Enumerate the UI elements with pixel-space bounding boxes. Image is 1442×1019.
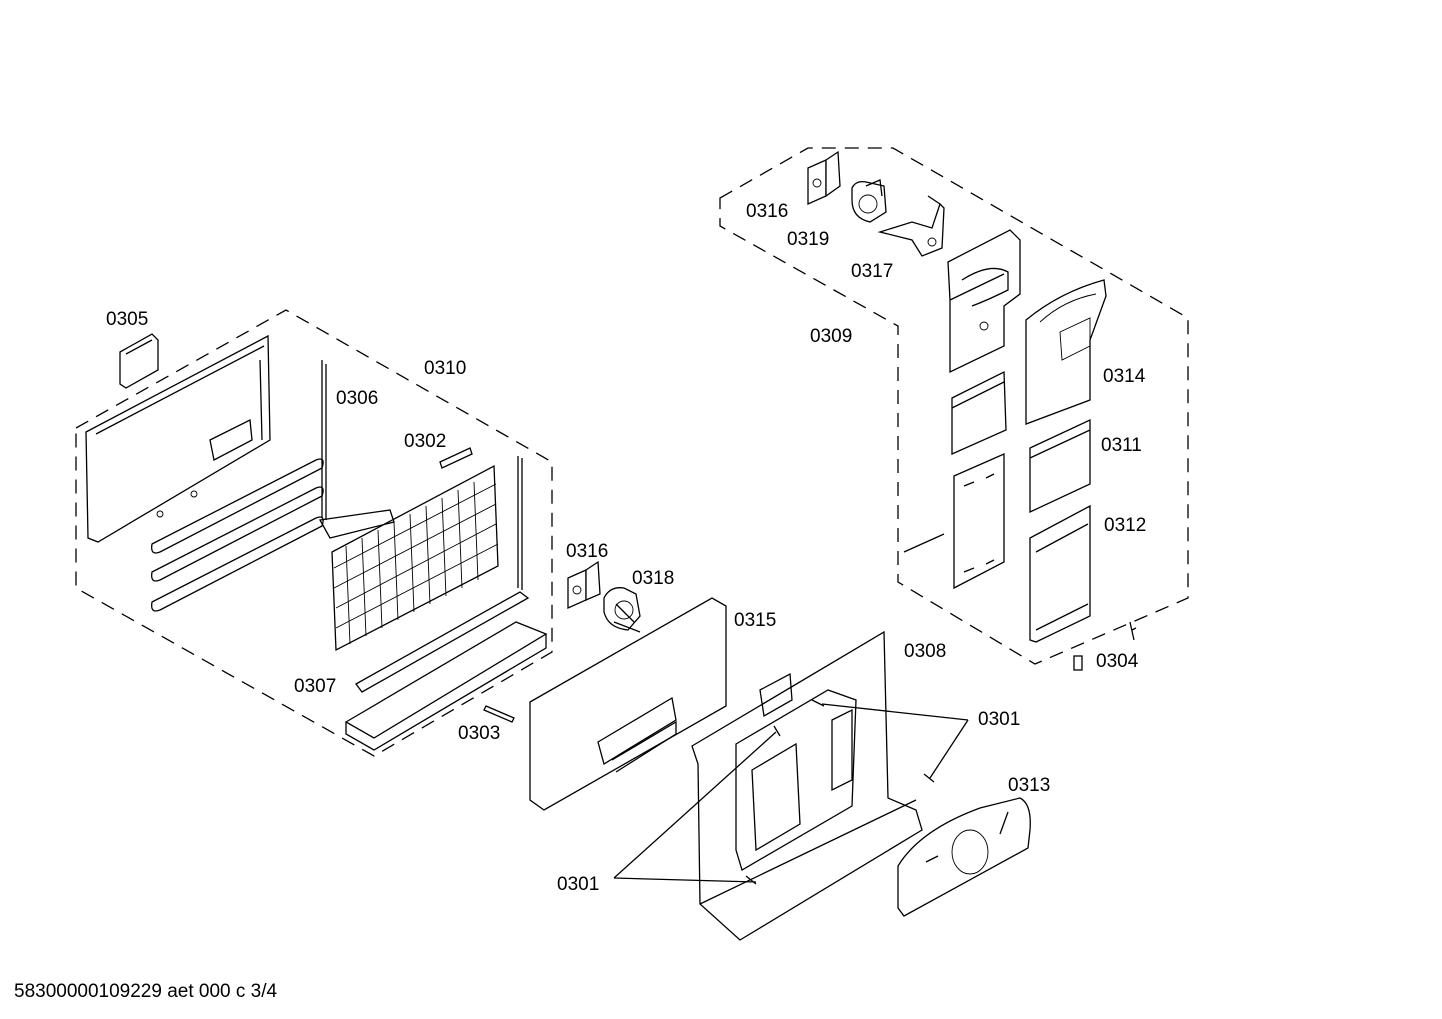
part-label: 0301 [557,874,599,895]
part-label: 0314 [1103,366,1146,387]
panel-middle-left [951,370,1007,456]
part-label: 0311 [1101,435,1142,456]
part-label: 0317 [851,261,893,282]
part-label: 0303 [458,723,500,744]
panel-part-0311 [1029,418,1091,514]
evaporator-fin-block [318,464,499,652]
panel-lower-left [903,453,1005,590]
drain-tray-0307 [344,591,548,751]
panel-part-0312 [1029,504,1091,643]
part-label: 0306 [336,388,378,409]
fan-part-0318 [603,587,641,633]
group-0310-boundary [75,309,553,757]
air-duct-upper [947,229,1021,374]
sensor-part-0302 [439,447,473,469]
heater-part-0303 [483,705,515,723]
part-label: 0309 [810,326,852,347]
part-label: 0305 [106,309,148,330]
part-label: 0302 [404,431,446,452]
evaporator-frame [85,334,271,543]
pipe-part-0306 [321,360,327,520]
part-label: 0301 [978,709,1020,730]
grille-part-0313 [897,797,1031,917]
leader-lines-0301 [613,703,969,883]
clip-part-0305 [119,333,159,389]
group-0309-boundary [719,147,1189,665]
part-label: 0315 [734,610,776,631]
part-label: 0318 [632,568,674,589]
bracket-part-lower [567,560,601,610]
cover-part-0314 [1025,279,1107,425]
bracket-part-top [807,150,841,206]
part-label: 0313 [1008,775,1050,796]
motor-part-top [851,179,887,223]
part-label: 0308 [904,641,946,662]
part-label: 0319 [787,229,829,250]
side-tube [517,456,523,590]
screw-part-0301 [745,699,935,885]
part-label: 0310 [424,358,466,379]
part-labels: 0316 0319 0317 0309 0314 0311 0312 0304 … [106,201,1146,895]
drawing-reference-number: 58300000109229 aet 000 c 3/4 [14,981,278,1002]
part-label: 0304 [1096,651,1139,672]
part-label: 0312 [1104,515,1146,536]
part-label: 0316 [566,541,608,562]
part-label: 0307 [294,676,336,697]
clip-part-0304 [1073,621,1137,671]
bracket-part-0317 [877,195,945,257]
part-label: 0316 [746,201,788,222]
cover-plate-0315 [529,597,727,811]
